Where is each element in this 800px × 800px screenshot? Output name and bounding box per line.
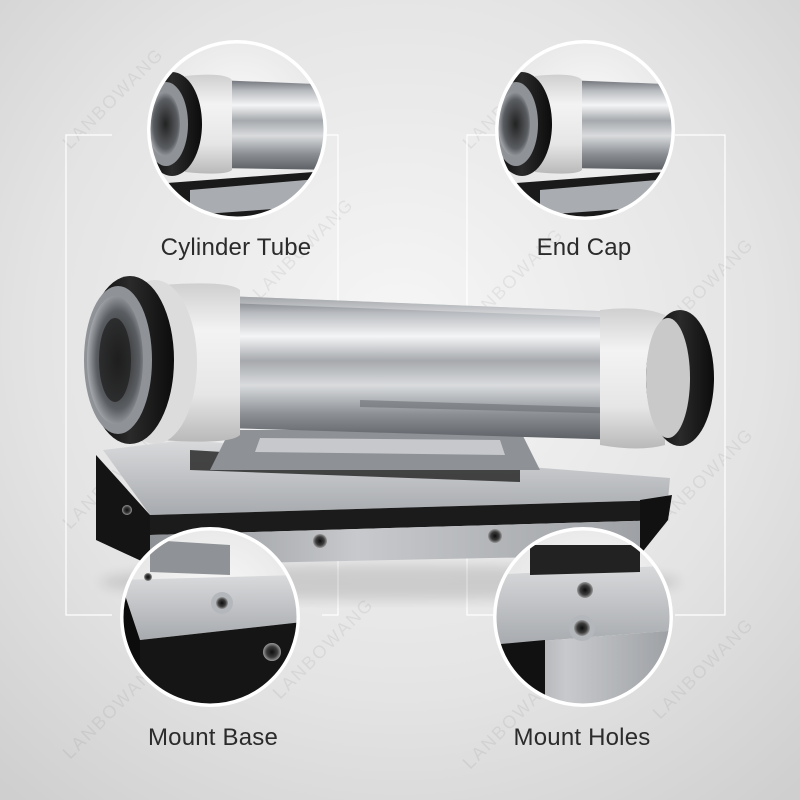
zoom-cylinder-tube: [147, 40, 327, 220]
callout-label-mount-base: Mount Base: [147, 724, 279, 751]
left-end-cap: [84, 276, 240, 444]
callout-label-mount-holes: Mount Holes: [513, 724, 651, 751]
main-product: [84, 276, 714, 600]
right-end-cap: [600, 308, 714, 449]
callout-label-end-cap: End Cap: [536, 234, 632, 261]
zoom-end-cap: [495, 40, 675, 220]
callout-label-cylinder-tube: Cylinder Tube: [160, 234, 312, 261]
zoom-mount-base: [120, 527, 300, 707]
cylinder-tube: [225, 296, 625, 440]
